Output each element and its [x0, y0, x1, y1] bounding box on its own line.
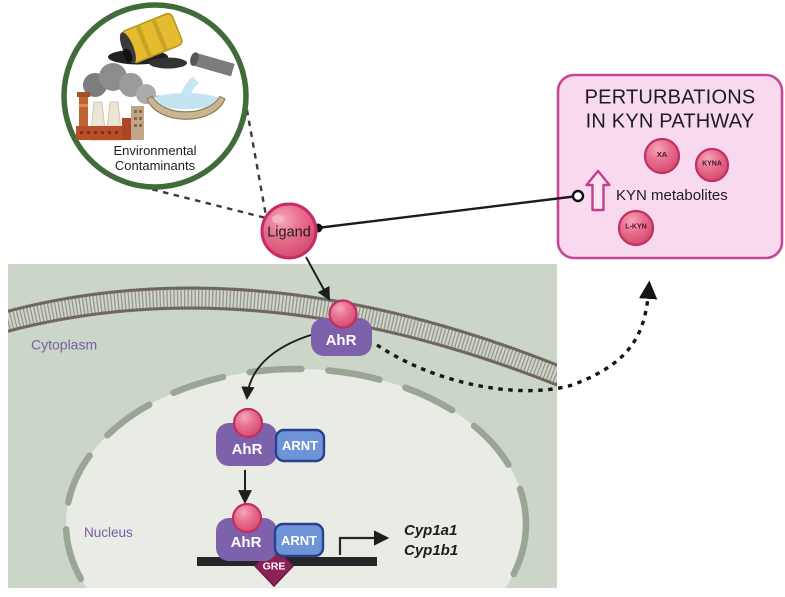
lkyn-metabolite-sphere: [617, 209, 655, 247]
contaminants-label-line1: Environmental: [113, 143, 197, 159]
gene-label-cyp1a1: Cyp1a1: [404, 522, 458, 540]
ligand-on-ahr-membrane: [328, 299, 358, 329]
ligand-on-ahr-1: [232, 407, 264, 439]
transcription-arrow: [338, 530, 390, 555]
ligand-to-ahr-arrow: [305, 256, 330, 301]
ahr-label-1: AhR: [231, 441, 263, 459]
metabolite-label-kyna: KYNA: [702, 160, 722, 168]
factory-icon: [76, 63, 166, 141]
line-end-open-circle: [571, 189, 585, 203]
ligand-on-ahr-2: [231, 502, 263, 534]
ahr-label-membrane: AhR: [325, 332, 357, 350]
xa-metabolite-sphere: [643, 137, 681, 175]
gene-label-cyp1b1: Cyp1b1: [404, 542, 459, 560]
contaminant-ligand-line-2: [243, 98, 268, 217]
arnt-box-2: [273, 522, 325, 558]
kyn-box-title-line2: IN KYN PATHWAY: [585, 110, 755, 133]
ligand-to-box-line: [316, 194, 579, 230]
gre-label: GRE: [262, 560, 286, 573]
arnt-box-1: [274, 428, 326, 463]
contaminants-label-line2: Contaminants: [114, 158, 196, 174]
ahr-box-nucleus-1: [216, 423, 277, 466]
ligand-highlight: [272, 214, 284, 224]
nucleus-label: Nucleus: [84, 524, 133, 540]
ahr-to-kyn-dashed-arrow: [376, 280, 658, 393]
water-pipe-icon: [146, 52, 235, 120]
ahr-box-membrane: [311, 318, 372, 356]
ligand-label: Ligand: [267, 224, 311, 241]
arnt-label-2: ARNT: [280, 533, 318, 549]
plasma-membrane: [8, 286, 557, 387]
metabolite-label-xa: XA: [656, 150, 668, 160]
nuclear-envelope: [62, 365, 530, 588]
up-arrow-icon: [585, 169, 611, 212]
kyn-box-title-line1: PERTURBATIONS: [584, 86, 756, 109]
ahr-box-nucleus-2: [216, 518, 277, 561]
kyn-metabolites-label: KYN metabolites: [616, 187, 728, 205]
metabolite-label-lkyn: L-KYN: [625, 223, 647, 231]
oil-barrel-icon: [108, 12, 187, 69]
ahr-label-2: AhR: [230, 534, 262, 552]
kyna-metabolite-sphere: [694, 147, 730, 183]
cytoplasm-label: Cytoplasm: [31, 336, 98, 353]
ahr-to-nucleus-arrow: [241, 333, 315, 400]
arnt-label-1: ARNT: [281, 438, 319, 454]
nucleus-region: [66, 369, 526, 588]
